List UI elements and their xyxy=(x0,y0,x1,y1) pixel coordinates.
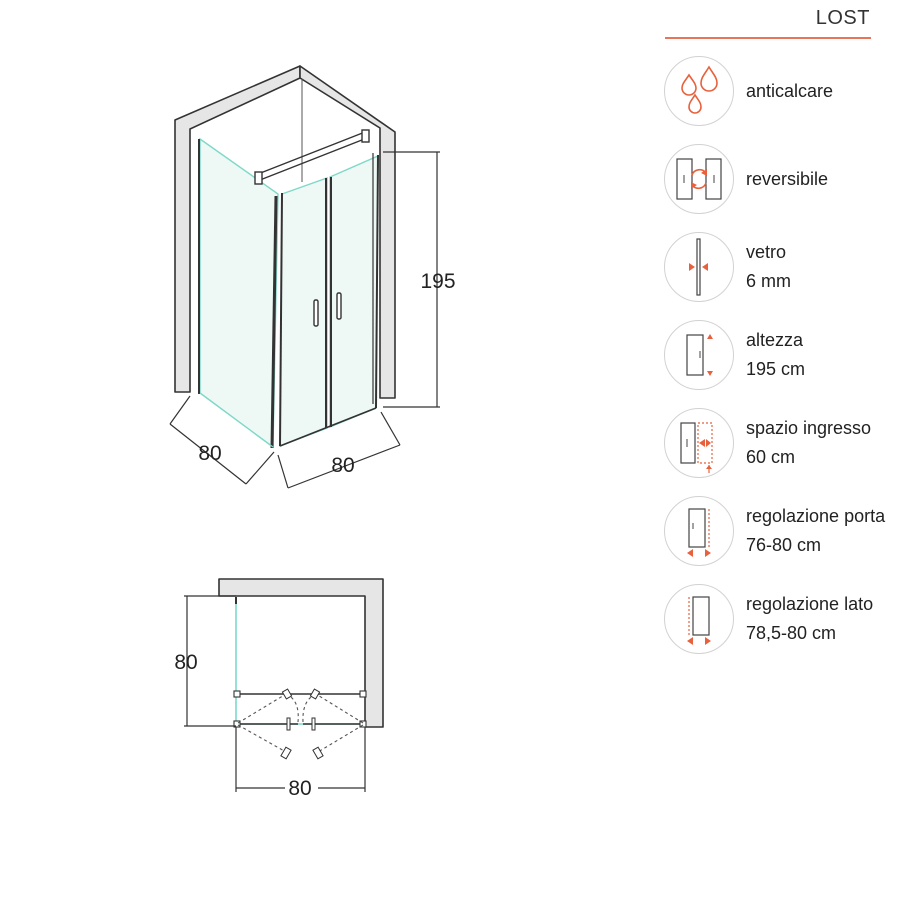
header-divider xyxy=(665,37,871,39)
width-label: 80 xyxy=(331,454,354,477)
height-label: 195 xyxy=(420,270,455,293)
feature-anticalcare-label: anticalcare xyxy=(746,80,834,101)
feature-reversibile-label: reversibile xyxy=(746,168,829,189)
feature-vetro-value: 6 mm xyxy=(746,271,791,291)
height-dimension xyxy=(383,151,440,408)
perspective-view: 195 80 80 xyxy=(169,65,456,489)
feature-altezza: altezza 195 cm xyxy=(664,320,900,392)
wall-corner xyxy=(174,65,396,399)
plan-view: 80 80 xyxy=(174,578,384,800)
reversible-door-icon xyxy=(664,144,734,214)
door-swing-paths xyxy=(237,693,364,753)
product-name: LOST xyxy=(815,7,870,29)
feature-regolazione-lato: regolazione lato 78,5-80 cm xyxy=(664,584,900,656)
feature-spazio-value: 60 cm xyxy=(746,447,796,467)
glass-thickness-icon xyxy=(664,232,734,302)
plan-wall xyxy=(218,578,384,728)
feature-altezza-label: altezza xyxy=(746,330,804,350)
width-dimension xyxy=(277,411,401,489)
front-glass-doors xyxy=(199,153,379,448)
feature-regolazione-porta-value: 76-80 cm xyxy=(746,535,822,555)
depth-label: 80 xyxy=(198,442,221,465)
feature-anticalcare: anticalcare xyxy=(664,56,900,128)
feature-spazio-label: spazio ingresso xyxy=(746,418,872,438)
entrance-space-icon xyxy=(664,408,734,478)
feature-reversibile: reversibile xyxy=(664,144,900,216)
plan-width-dimension xyxy=(235,727,366,792)
feature-vetro-label: vetro xyxy=(746,242,787,262)
feature-spazio-ingresso: spazio ingresso 60 cm xyxy=(664,408,900,480)
depth-dimension xyxy=(169,395,275,485)
plan-depth-label: 80 xyxy=(174,651,197,674)
feature-altezza-value: 195 cm xyxy=(746,359,806,379)
water-drops-icon xyxy=(664,56,734,126)
side-adjustment-icon xyxy=(664,584,734,654)
feature-regolazione-porta: regolazione porta 76-80 cm xyxy=(664,496,900,568)
feature-vetro: vetro 6 mm xyxy=(664,232,900,304)
height-icon xyxy=(664,320,734,390)
plan-width-label: 80 xyxy=(288,777,311,800)
plan-depth-dimension xyxy=(184,595,236,727)
left-door-handle xyxy=(313,299,319,327)
door-adjustment-icon xyxy=(664,496,734,566)
stabilizer-bar xyxy=(254,129,370,185)
feature-regolazione-lato-label: regolazione lato xyxy=(746,594,874,614)
feature-regolazione-porta-label: regolazione porta xyxy=(746,506,886,526)
side-glass-panel xyxy=(198,137,279,449)
right-door-handle xyxy=(336,292,342,320)
feature-regolazione-lato-value: 78,5-80 cm xyxy=(746,623,837,643)
